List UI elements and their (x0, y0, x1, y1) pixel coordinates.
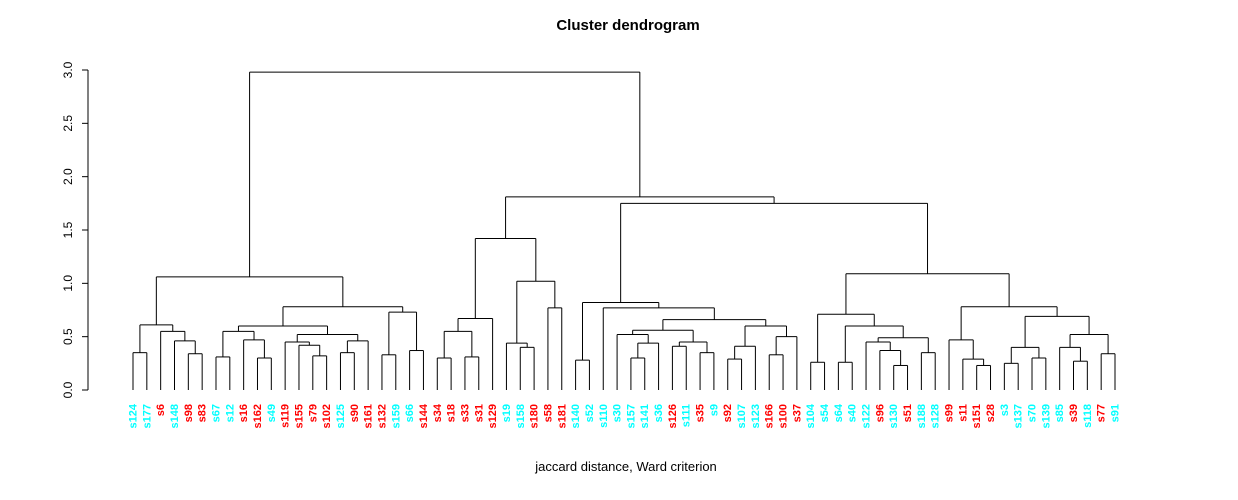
leaf-label: s85 (1054, 404, 1066, 422)
y-axis-tick-label: 0.5 (61, 328, 75, 345)
leaf-label: s155 (293, 404, 305, 428)
leaf-label: s52 (584, 404, 596, 422)
leaf-label: s90 (349, 404, 361, 422)
leaf-label: s28 (985, 404, 997, 422)
leaf-label: s128 (930, 404, 942, 428)
leaf-label: s98 (183, 404, 195, 422)
y-axis-tick-label: 2.0 (61, 168, 75, 185)
leaf-label: s132 (376, 404, 388, 428)
leaf-label: s37 (791, 404, 803, 422)
y-axis-tick-label: 1.5 (61, 221, 75, 238)
leaf-label: s19 (501, 404, 513, 422)
leaf-label: s77 (1096, 404, 1108, 422)
leaf-label: s110 (598, 404, 610, 428)
leaf-label: s12 (224, 404, 236, 422)
leaf-label: s31 (473, 404, 485, 422)
leaf-label: s70 (1027, 404, 1039, 422)
leaf-label: s58 (542, 404, 554, 422)
leaf-label: s124 (128, 403, 140, 428)
leaf-label: s104 (805, 403, 817, 428)
leaf-label: s33 (459, 404, 471, 422)
leaf-label: s30 (612, 404, 624, 422)
y-axis-tick-label: 2.5 (61, 115, 75, 132)
leaf-label: s39 (1068, 404, 1080, 422)
leaf-label: s3 (999, 404, 1011, 416)
leaf-label: s125 (335, 404, 347, 428)
leaf-label: s40 (847, 404, 859, 422)
leaf-label: s180 (529, 404, 541, 428)
leaf-label: s6 (155, 404, 167, 416)
leaf-label: s91 (1110, 404, 1122, 422)
leaf-label: s118 (1082, 404, 1094, 428)
leaf-label: s66 (404, 404, 416, 422)
y-axis-tick-label: 0.0 (61, 381, 75, 398)
leaf-label: s9 (708, 404, 720, 416)
leaf-label: s96 (874, 404, 886, 422)
leaf-label: s67 (210, 404, 222, 422)
leaf-label: s139 (1040, 404, 1052, 428)
leaf-label: s79 (307, 404, 319, 422)
leaf-label: s177 (141, 404, 153, 428)
leaf-label: s126 (667, 404, 679, 428)
leaf-label: s151 (971, 404, 983, 428)
leaf-label: s123 (750, 404, 762, 428)
leaf-label: s148 (169, 404, 181, 428)
leaf-label: s157 (625, 404, 637, 428)
leaf-label: s54 (819, 403, 831, 422)
leaf-label: s107 (736, 404, 748, 428)
leaf-label: s181 (556, 404, 568, 428)
x-axis-label: jaccard distance, Ward criterion (535, 459, 717, 474)
leaf-label: s51 (902, 404, 914, 422)
leaf-label: s16 (238, 404, 250, 422)
leaf-label: s99 (944, 404, 956, 422)
leaf-label: s140 (570, 404, 582, 428)
leaf-label: s100 (778, 404, 790, 428)
leaf-label: s35 (695, 404, 707, 422)
leaf-label: s11 (957, 404, 969, 422)
y-axis-tick-label: 3.0 (61, 61, 75, 78)
leaf-label: s130 (888, 404, 900, 428)
leaf-label: s144 (418, 403, 430, 428)
leaf-label: s161 (363, 404, 375, 428)
leaf-label: s18 (446, 404, 458, 422)
y-axis-tick-label: 1.0 (61, 275, 75, 292)
leaf-label: s119 (280, 404, 292, 428)
leaf-label: s64 (833, 403, 845, 422)
leaf-label: s34 (432, 403, 444, 422)
leaf-label: s83 (197, 404, 209, 422)
leaf-label: s92 (722, 404, 734, 422)
leaf-label: s102 (321, 404, 333, 428)
leaf-label: s159 (390, 404, 402, 428)
leaf-label: s158 (515, 404, 527, 428)
leaf-label: s129 (487, 404, 499, 428)
leaf-label: s188 (916, 404, 928, 428)
leaf-label: s49 (266, 404, 278, 422)
leaf-label: s141 (639, 404, 651, 428)
leaf-label: s111 (681, 404, 693, 427)
leaf-label: s137 (1013, 404, 1025, 428)
leaf-label: s36 (653, 404, 665, 422)
leaf-label: s166 (764, 404, 776, 428)
leaf-label: s162 (252, 404, 264, 428)
leaf-label: s122 (861, 404, 873, 428)
chart-title: Cluster dendrogram (556, 17, 700, 34)
